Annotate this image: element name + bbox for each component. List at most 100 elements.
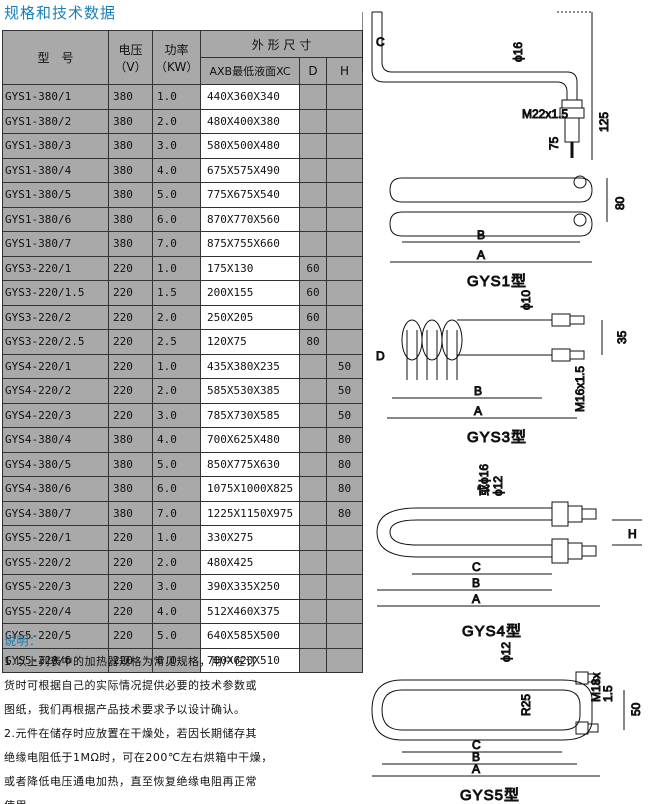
- cell-p: 1.0: [152, 84, 201, 110]
- gys4-b-label: B: [472, 576, 480, 590]
- cell-model: GYS3-220/1.5: [2, 280, 109, 306]
- gys3-a-label: A: [474, 404, 482, 418]
- cell-model: GYS5-220/5: [2, 623, 109, 649]
- cell-dim: 580X500X480: [200, 133, 300, 159]
- cell-p: 4.0: [152, 427, 201, 453]
- gys3-b-label: B: [474, 384, 482, 398]
- cell-h: [326, 623, 363, 649]
- cell-h: [326, 329, 363, 355]
- cell-v: 380: [108, 427, 153, 453]
- cell-d: [299, 157, 327, 183]
- cell-h: [326, 84, 363, 110]
- gys5-50-label: 50: [629, 702, 643, 716]
- cell-model: GYS5-220/4: [2, 598, 109, 624]
- cell-dim: 1225X1150X975: [200, 500, 300, 526]
- cell-d: [299, 84, 327, 110]
- cell-model: GYS1-380/3: [2, 133, 109, 159]
- header-h: H: [326, 57, 363, 85]
- cell-p: 1.0: [152, 525, 201, 551]
- cell-model: GYS4-380/4: [2, 427, 109, 453]
- cell-dim: 480X425: [200, 549, 300, 575]
- gys1-a-label: A: [477, 248, 485, 262]
- cell-dim: 850X775X630: [200, 451, 300, 477]
- cell-dim: 512X460X375: [200, 598, 300, 624]
- note-line: 货时可根据自己的实际情况提供必要的技术参数或: [4, 679, 257, 692]
- cell-p: 5.0: [152, 182, 201, 208]
- cell-d: [299, 598, 327, 624]
- cell-d: 60: [299, 255, 327, 281]
- cell-v: 380: [108, 476, 153, 502]
- note-line: 2.元件在储存时应放置在干燥处，若因长期储存其: [4, 727, 257, 740]
- gys4-h-label: H: [628, 527, 637, 541]
- cell-p: 3.0: [152, 133, 201, 159]
- cell-dim: 435X380X235: [200, 353, 300, 379]
- gys4-c-label: C: [472, 560, 481, 574]
- gys1-75-label: 75: [547, 136, 561, 150]
- cell-h: 80: [326, 451, 363, 477]
- header-voltage: 电压（V）: [108, 30, 153, 85]
- cell-h: 80: [326, 500, 363, 526]
- cell-dim: 775X675X540: [200, 182, 300, 208]
- cell-p: 2.0: [152, 108, 201, 134]
- cell-dim: 330X275: [200, 525, 300, 551]
- cell-p: 3.0: [152, 574, 201, 600]
- cell-d: [299, 133, 327, 159]
- header-model: 型 号: [2, 30, 109, 85]
- gys3-phi-label: ϕ10: [519, 290, 533, 310]
- cell-dim: 390X335X250: [200, 574, 300, 600]
- notes-lines: 1.以上列表中的加热器规格为常见规格，用户在订货时可根据自己的实际情况提供必要的…: [4, 650, 304, 804]
- cell-dim: 480X400X380: [200, 108, 300, 134]
- cell-model: GYS1-380/5: [2, 182, 109, 208]
- cell-p: 1.5: [152, 280, 201, 306]
- cell-model: GYS4-220/2: [2, 378, 109, 404]
- cell-model: GYS5-220/2: [2, 549, 109, 575]
- cell-dim: 585X530X385: [200, 378, 300, 404]
- cell-d: [299, 206, 327, 232]
- cell-p: 2.5: [152, 329, 201, 355]
- cell-v: 380: [108, 500, 153, 526]
- cell-dim: 870X770X560: [200, 206, 300, 232]
- cell-v: 220: [108, 378, 153, 404]
- cell-p: 2.0: [152, 378, 201, 404]
- gys4-caption: GYS4型: [462, 623, 522, 640]
- gys5-view: ϕ12 R25 M18x 1.5 50 C B A GYS5型: [371, 641, 644, 804]
- cell-h: [326, 598, 363, 624]
- cell-v: 220: [108, 549, 153, 575]
- cell-v: 380: [108, 182, 153, 208]
- cell-h: [326, 182, 363, 208]
- cell-p: 5.0: [152, 451, 201, 477]
- note-line: 绝缘电阻低于1MΩ时，可在200℃左右烘箱中干燥，: [4, 751, 273, 764]
- cell-model: GYS4-380/7: [2, 500, 109, 526]
- cell-h: [326, 280, 363, 306]
- gys4-phi-alt-label: 或ϕ16: [477, 464, 491, 496]
- cell-v: 220: [108, 525, 153, 551]
- cell-h: 80: [326, 476, 363, 502]
- cell-dim: 675X575X490: [200, 157, 300, 183]
- cell-model: GYS4-220/1: [2, 353, 109, 379]
- gys3-d-label: D: [376, 349, 385, 363]
- cell-d: [299, 549, 327, 575]
- gys4-phi-label: ϕ12: [491, 476, 505, 496]
- cell-model: GYS4-380/5: [2, 451, 109, 477]
- cell-v: 220: [108, 402, 153, 428]
- cell-d: [299, 476, 327, 502]
- gys5-thread-a-label: M18x: [589, 673, 603, 702]
- gys5-phi-label: ϕ12: [499, 642, 513, 662]
- cell-v: 220: [108, 647, 153, 673]
- cell-v: 380: [108, 231, 153, 257]
- gys1-caption: GYS1型: [467, 273, 527, 290]
- cell-model: GYS4-220/3: [2, 402, 109, 428]
- note-line: 1.以上列表中的加热器规格为常见规格，用户在订: [4, 655, 257, 668]
- gys1-125-label: 125: [597, 112, 611, 132]
- heater-drawings: C ϕ16 M22x1.5 125 75 80 B A GYS1型 ϕ10 D …: [362, 11, 644, 804]
